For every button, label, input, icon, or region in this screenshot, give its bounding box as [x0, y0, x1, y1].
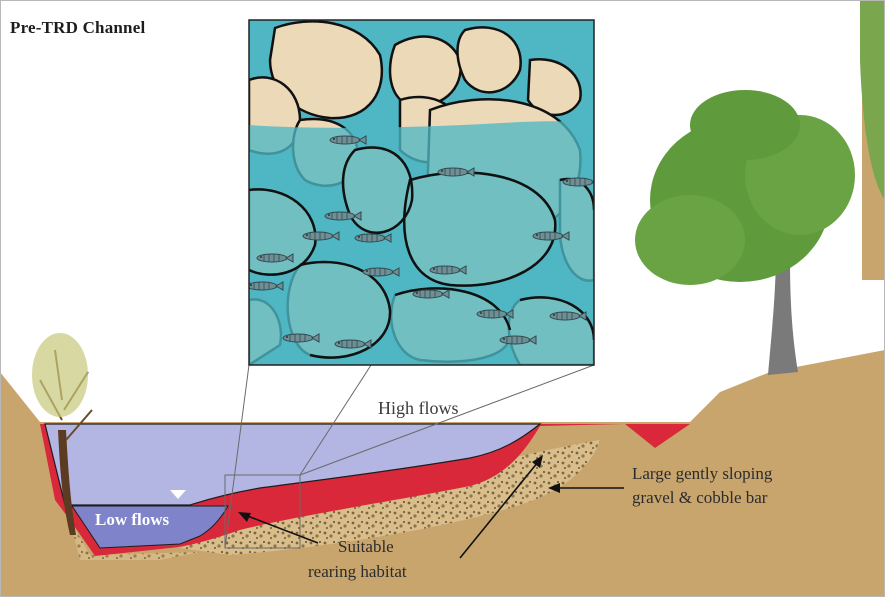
- tree-icon: [860, 0, 885, 280]
- high-flows-label: High flows: [378, 398, 459, 419]
- tree-icon: [635, 90, 855, 375]
- diagram-title: Pre-TRD Channel: [10, 18, 145, 38]
- rearing-habitat-inset: [247, 20, 599, 365]
- gravel-bar-label-line2: gravel & cobble bar: [632, 488, 767, 508]
- rearing-habitat-label-line1: Suitable: [338, 537, 394, 557]
- low-flows-label: Low flows: [95, 510, 169, 530]
- gravel-bar-label-line1: Large gently sloping: [632, 464, 772, 484]
- rearing-habitat-label-line2: rearing habitat: [308, 562, 407, 582]
